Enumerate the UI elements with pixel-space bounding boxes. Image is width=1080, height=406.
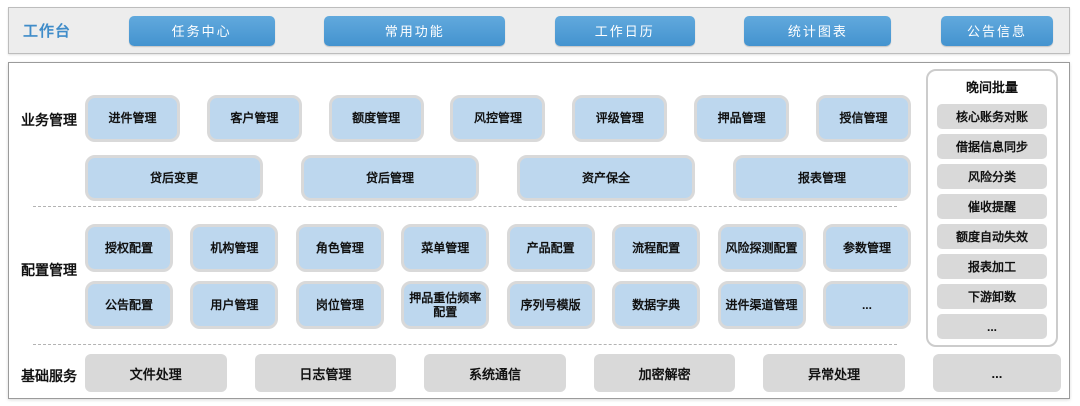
main-panel: 业务管理 配置管理 基础服务 进件管理 客户管理 额度管理 风控管理 评级管理 … (8, 62, 1070, 399)
module-button-role-mgmt[interactable]: 角色管理 (295, 224, 384, 272)
business-row-2: 贷后变更 贷后管理 资产保全 报表管理 (85, 155, 911, 201)
module-button-customer-mgmt[interactable]: 客户管理 (206, 95, 302, 142)
batch-button-report-processing[interactable]: 报表加工 (937, 254, 1047, 279)
workbench-button-common-functions[interactable]: 常用功能 (324, 15, 506, 46)
module-button-authorization-config[interactable]: 授权配置 (85, 224, 173, 272)
workbench-button-statistics-charts[interactable]: 统计图表 (744, 15, 892, 46)
module-button-menu-mgmt[interactable]: 菜单管理 (401, 224, 490, 272)
batch-button-risk-classification[interactable]: 风险分类 (937, 164, 1047, 189)
section-label-config-management: 配置管理 (21, 262, 77, 278)
workbench-label: 工作台 (23, 23, 72, 40)
workbench-button-work-calendar[interactable]: 工作日历 (554, 15, 695, 46)
module-button-post-loan-change[interactable]: 贷后变更 (85, 155, 263, 201)
module-button-collateral-revaluation-frequency-config[interactable]: 押品重估频率配置 (401, 281, 490, 329)
module-button-credit-grant-mgmt[interactable]: 授信管理 (815, 95, 911, 142)
workbench-bar: 工作台 任务中心 常用功能 工作日历 统计图表 公告信息 (8, 7, 1070, 54)
batch-button-downstream-data-export[interactable]: 下游卸数 (937, 284, 1047, 309)
service-button-file-processing[interactable]: 文件处理 (85, 354, 227, 392)
module-button-process-config[interactable]: 流程配置 (612, 224, 701, 272)
module-button-risk-detection-config[interactable]: 风险探测配置 (717, 224, 806, 272)
module-button-rating-mgmt[interactable]: 评级管理 (572, 95, 668, 142)
batch-button-core-account-reconciliation[interactable]: 核心账务对账 (937, 104, 1047, 129)
section-label-business-management: 业务管理 (21, 112, 77, 128)
night-batch-panel: 晚间批量 核心账务对账 借据信息同步 风险分类 催收提醒 额度自动失效 报表加工… (926, 69, 1058, 347)
module-button-product-config[interactable]: 产品配置 (506, 224, 595, 272)
config-row-1: 授权配置 机构管理 角色管理 菜单管理 产品配置 流程配置 风险探测配置 参数管… (85, 224, 911, 272)
batch-button-iou-info-sync[interactable]: 借据信息同步 (937, 134, 1047, 159)
config-row-2: 公告配置 用户管理 岗位管理 押品重估频率配置 序列号模版 数据字典 进件渠道管… (85, 281, 911, 329)
dashed-divider (33, 206, 897, 207)
service-button-exception-handling[interactable]: 异常处理 (763, 354, 905, 392)
base-services-row: 文件处理 日志管理 系统通信 加密解密 异常处理 ... (85, 354, 1061, 392)
batch-button-collection-reminder[interactable]: 催收提醒 (937, 194, 1047, 219)
module-button-position-mgmt[interactable]: 岗位管理 (295, 281, 384, 329)
module-button-quota-mgmt[interactable]: 额度管理 (328, 95, 424, 142)
batch-button-quota-auto-expiry[interactable]: 额度自动失效 (937, 224, 1047, 249)
night-batch-title: 晚间批量 (965, 80, 1018, 95)
module-button-organization-mgmt[interactable]: 机构管理 (190, 224, 279, 272)
business-row-1: 进件管理 客户管理 额度管理 风控管理 评级管理 押品管理 授信管理 (85, 95, 911, 142)
service-button-encryption-decryption[interactable]: 加密解密 (593, 354, 736, 392)
module-button-serial-number-template[interactable]: 序列号模版 (506, 281, 595, 329)
dashed-divider (33, 344, 897, 345)
module-button-parameter-mgmt[interactable]: 参数管理 (822, 224, 911, 272)
batch-button-more[interactable]: ... (937, 314, 1047, 339)
module-button-config-more[interactable]: ... (822, 281, 911, 329)
section-label-base-services: 基础服务 (21, 368, 77, 384)
workbench-button-task-center[interactable]: 任务中心 (128, 15, 275, 46)
module-button-collateral-mgmt[interactable]: 押品管理 (694, 95, 790, 142)
module-button-intake-mgmt[interactable]: 进件管理 (85, 95, 180, 142)
service-button-system-communication[interactable]: 系统通信 (424, 354, 566, 392)
service-button-more[interactable]: ... (932, 354, 1061, 392)
module-button-user-mgmt[interactable]: 用户管理 (190, 281, 279, 329)
module-button-risk-control-mgmt[interactable]: 风控管理 (450, 95, 546, 142)
workbench-button-announcements[interactable]: 公告信息 (940, 15, 1053, 46)
module-button-data-dictionary[interactable]: 数据字典 (612, 281, 701, 329)
module-button-post-loan-mgmt[interactable]: 贷后管理 (301, 155, 479, 201)
module-button-intake-channel-mgmt[interactable]: 进件渠道管理 (717, 281, 806, 329)
module-button-announcement-config[interactable]: 公告配置 (85, 281, 173, 329)
service-button-log-mgmt[interactable]: 日志管理 (254, 354, 397, 392)
module-button-report-mgmt[interactable]: 报表管理 (733, 155, 911, 201)
module-button-asset-preservation[interactable]: 资产保全 (517, 155, 695, 201)
